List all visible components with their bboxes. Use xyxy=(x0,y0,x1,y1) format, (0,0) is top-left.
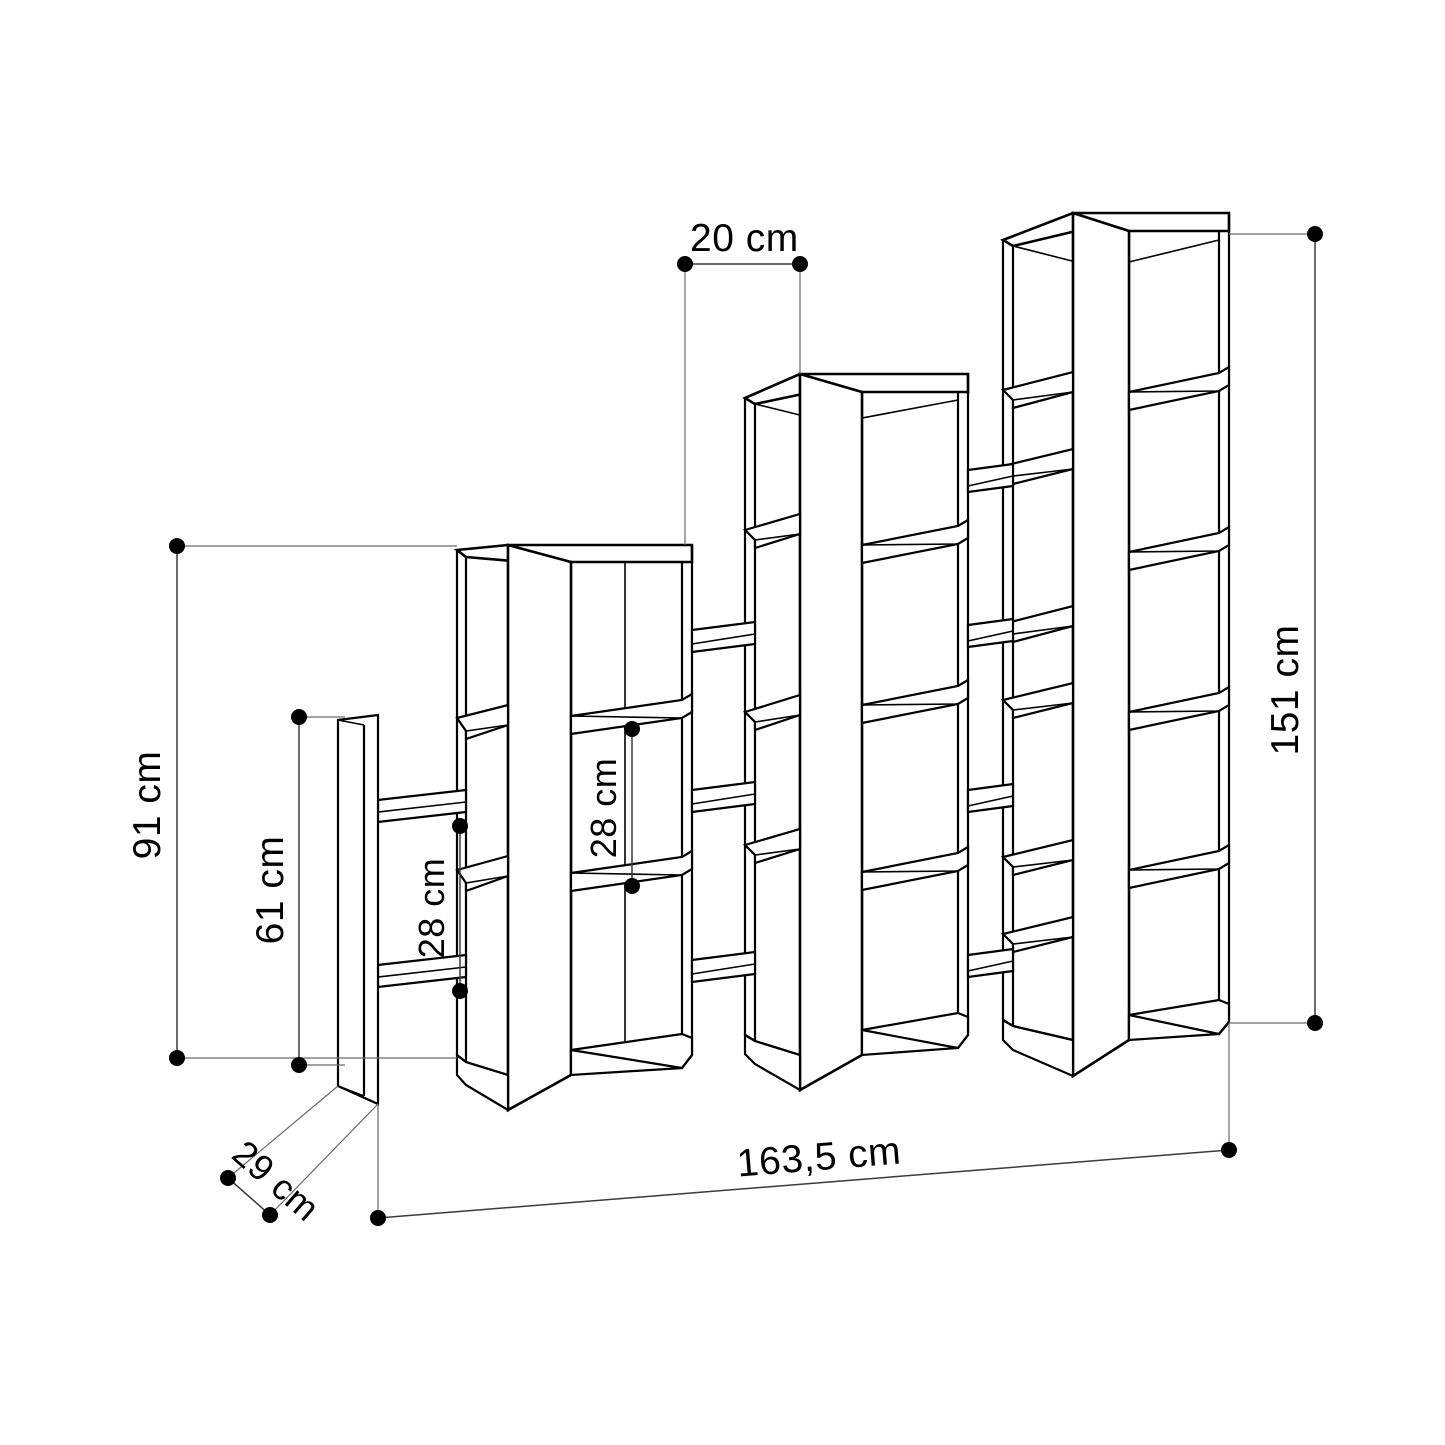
mid-shelf-l2-inner xyxy=(744,711,801,723)
tall-module xyxy=(1000,211,1231,1079)
dim-28l-dot-top xyxy=(452,818,468,834)
mid-center-board xyxy=(798,372,864,1093)
low-base-left-edge xyxy=(456,1054,509,1077)
mid-right-bay-shelves xyxy=(860,518,970,892)
brace-right-1 xyxy=(966,462,1015,494)
dim-151-label: 151 cm xyxy=(1264,625,1307,756)
tall-shelf-l6-inner xyxy=(1002,933,1074,945)
dimension-151cm: 151 cm xyxy=(1229,226,1323,1031)
low-base-right-edge xyxy=(570,1048,693,1070)
dim-29-leader-a xyxy=(227,1085,339,1179)
dim-91-dot-bottom xyxy=(169,1050,185,1066)
low-center-board xyxy=(506,543,573,1113)
dim-20-label: 20 cm xyxy=(690,217,799,260)
low-top-plate xyxy=(453,543,694,564)
dim-28r-label: 28 cm xyxy=(583,758,624,859)
brace-left-upper-inner xyxy=(377,801,467,813)
tall-left-bay-shelves xyxy=(1000,370,1075,954)
tall-shelf-r2-inner xyxy=(1128,544,1230,553)
dim-91-dot-top xyxy=(169,538,185,554)
dim-29-dot-b xyxy=(262,1207,278,1223)
low-module xyxy=(453,543,694,1113)
brace-right-1-inner xyxy=(967,475,1014,487)
dim-1635-line xyxy=(377,1149,1230,1219)
dim-91-label: 91 cm xyxy=(126,751,169,860)
mid-shelf-r3-inner xyxy=(861,864,969,873)
dimension-91cm: 91 cm xyxy=(126,538,457,1066)
tall-base-left-edge xyxy=(1002,1019,1074,1042)
dim-61-dot-bottom xyxy=(291,1057,307,1073)
tall-base-right-edge xyxy=(1128,1013,1230,1036)
dim-151-dot-top xyxy=(1307,226,1323,242)
dim-29-line xyxy=(227,1177,271,1216)
cross-brace-shelves xyxy=(376,462,1015,989)
brace-right-2 xyxy=(966,617,1015,649)
tall-shelf-r4-inner xyxy=(1128,862,1230,871)
dimension-28cm-left: 28 cm xyxy=(411,818,468,999)
brace-mid-lower xyxy=(690,950,757,984)
brace-right-3-inner xyxy=(967,795,1014,807)
mid-base-right-edge xyxy=(861,1028,969,1050)
mid-shelf-r1-inner xyxy=(861,537,969,546)
mid-base-left-edge xyxy=(744,1034,801,1057)
dim-20-dot-left xyxy=(677,256,693,272)
dim-28l-label: 28 cm xyxy=(411,858,452,959)
side-panel-top-edge xyxy=(337,719,365,726)
dim-1635-dot-right xyxy=(1221,1142,1237,1158)
dim-61-dot-top xyxy=(291,709,307,725)
tall-right-bay-shelves xyxy=(1127,365,1231,890)
mid-shelf-r2-inner xyxy=(861,697,969,706)
dim-151-dot-bottom xyxy=(1307,1015,1323,1031)
brace-left-lower-inner xyxy=(377,966,467,978)
tall-shelf-r3-inner xyxy=(1128,704,1230,713)
brace-right-2-inner xyxy=(967,630,1014,642)
dim-28r-dot-top xyxy=(624,721,640,737)
tall-shelf-l5-inner xyxy=(1002,856,1074,868)
dim-61-label: 61 cm xyxy=(249,836,292,945)
low-shelf-r1-inner xyxy=(570,711,693,719)
tall-shelf-r1-inner xyxy=(1128,384,1230,393)
tall-shelf-l1-inner xyxy=(1002,389,1074,401)
side-panel-face xyxy=(336,713,380,1106)
brace-mid-center-inner xyxy=(691,793,756,805)
low-shelf-l1-inner xyxy=(456,717,509,732)
dimension-61cm: 61 cm xyxy=(249,709,345,1073)
mid-left-bay-shelves xyxy=(742,512,802,865)
brace-right-4-inner xyxy=(967,960,1014,972)
dimension-28cm-right: 28 cm xyxy=(583,721,640,894)
brace-mid-upper xyxy=(690,620,757,654)
tall-shelf-l4-inner xyxy=(1002,699,1074,711)
brace-right-4 xyxy=(966,947,1015,979)
dim-29-dot-a xyxy=(220,1170,236,1186)
dimension-20cm: 20 cm xyxy=(677,217,808,545)
low-left-bay-shelves xyxy=(455,703,510,893)
low-shelf-r2-inner xyxy=(570,868,693,876)
brace-right-3 xyxy=(966,782,1015,814)
dim-1635-dot-left xyxy=(370,1210,386,1226)
dim-28l-dot-bottom xyxy=(452,983,468,999)
dim-28r-dot-bottom xyxy=(624,878,640,894)
brace-mid-lower-inner xyxy=(691,963,756,975)
dim-29-leader-b xyxy=(269,1103,379,1216)
mid-shelf-l1-inner xyxy=(744,529,801,541)
tall-center-board xyxy=(1071,211,1131,1079)
brace-mid-center xyxy=(690,780,757,814)
side-panel-bottom-edge xyxy=(337,1085,365,1097)
dim-20-dot-right xyxy=(792,256,808,272)
mid-shelf-l3-inner xyxy=(744,844,801,856)
side-panel xyxy=(336,713,380,1106)
brace-mid-upper-inner xyxy=(691,633,756,645)
